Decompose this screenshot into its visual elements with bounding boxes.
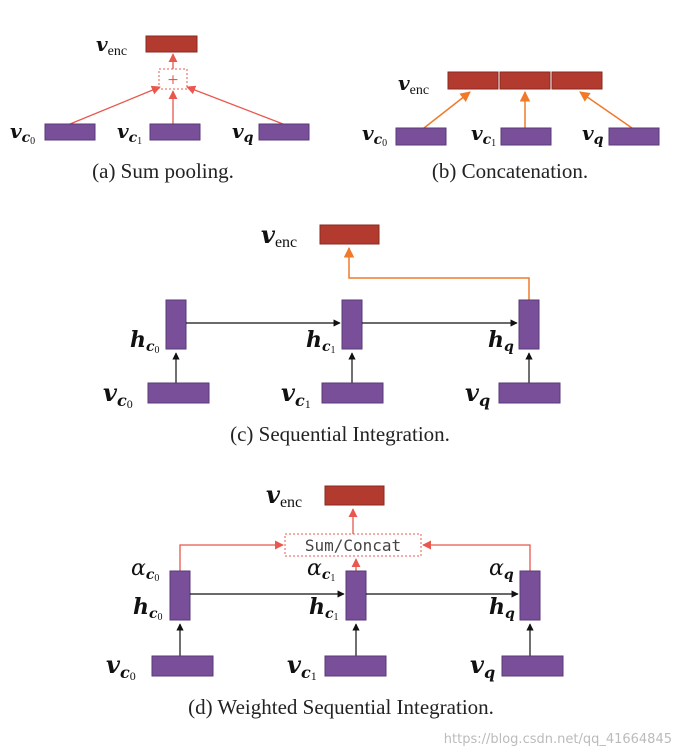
hidden-block-h-q bbox=[518, 299, 540, 350]
input-block-v-q bbox=[258, 123, 310, 141]
label-v-enc: venc bbox=[261, 220, 297, 251]
watermark-url: https://blog.csdn.net/qq_41664845 bbox=[444, 732, 672, 747]
hidden-block-h-c0 bbox=[169, 570, 191, 621]
input-block-v-q bbox=[608, 127, 660, 146]
arrow-vq-to-part3 bbox=[579, 91, 633, 129]
input-block-v-c0 bbox=[147, 382, 210, 404]
label-h-c0: hc0 bbox=[133, 594, 163, 623]
input-block-v-c0 bbox=[44, 123, 96, 141]
label-v-q: vq bbox=[582, 121, 604, 148]
hidden-block-h-c1 bbox=[341, 299, 363, 350]
input-block-v-q bbox=[501, 655, 564, 677]
caption-d: (d) Weighted Sequential Integration. bbox=[188, 695, 494, 719]
label-v-enc: venc bbox=[398, 71, 429, 98]
label-v-q: vq bbox=[465, 378, 490, 410]
label-v-c1: vc1 bbox=[471, 121, 496, 149]
input-block-v-c1 bbox=[324, 655, 387, 677]
label-alpha-q: αq bbox=[489, 556, 514, 583]
input-block-v-c1 bbox=[149, 123, 201, 141]
caption-b: (b) Concatenation. bbox=[432, 159, 588, 183]
arrow-alpha-q-to-combine bbox=[422, 540, 531, 571]
caption-c: (c) Sequential Integration. bbox=[230, 422, 450, 446]
label-h-c1: hc1 bbox=[309, 594, 339, 623]
output-block-part-1 bbox=[447, 71, 499, 90]
label-h-c1: hc1 bbox=[306, 327, 336, 356]
output-block-v-enc bbox=[145, 35, 198, 53]
arrow-alpha-c0-to-combine bbox=[179, 540, 284, 571]
label-h-c0: hc0 bbox=[130, 327, 160, 356]
input-block-v-c0 bbox=[151, 655, 214, 677]
input-block-v-c1 bbox=[500, 127, 552, 146]
input-block-v-c1 bbox=[321, 382, 384, 404]
output-block-part-3 bbox=[551, 71, 603, 90]
hidden-block-h-c1 bbox=[345, 570, 367, 621]
label-v-c1: vc1 bbox=[281, 378, 311, 411]
caption-a: (a) Sum pooling. bbox=[92, 159, 234, 183]
output-block-v-enc bbox=[319, 224, 380, 245]
arrow-hq-to-enc bbox=[343, 246, 530, 300]
label-v-c1: vc1 bbox=[287, 650, 317, 683]
label-alpha-c0: αc0 bbox=[131, 556, 159, 584]
label-v-c0: vc0 bbox=[362, 121, 387, 149]
label-alpha-c1: αc1 bbox=[307, 556, 335, 584]
label-v-enc: venc bbox=[266, 480, 302, 511]
label-v-q: vq bbox=[232, 119, 254, 146]
output-block-part-2 bbox=[499, 71, 551, 90]
label-h-q: hq bbox=[489, 594, 515, 622]
panel-c-sequential-integration: venc hc0 hc1 hq vc0 vc1 vq (c) Sequentia… bbox=[103, 220, 561, 446]
label-v-c0: vc0 bbox=[103, 378, 133, 411]
hidden-block-h-q bbox=[519, 570, 541, 621]
label-v-c0: vc0 bbox=[106, 650, 136, 683]
panel-d-weighted-sequential-integration: venc Sum/Concat αc0 αc1 αq hc0 hc1 hq vc… bbox=[106, 480, 564, 719]
label-v-c1: vc1 bbox=[117, 119, 142, 147]
panel-a-sum-pooling: venc + vc0 vc1 vq (a) Sum pooling. bbox=[10, 32, 310, 183]
label-h-q: hq bbox=[488, 327, 514, 355]
plus-icon: + bbox=[167, 72, 179, 88]
arrow-vq-to-sum bbox=[186, 85, 284, 125]
arrow-vc0-to-part1 bbox=[423, 91, 471, 129]
sum-concat-label: Sum/Concat bbox=[305, 536, 401, 555]
label-v-q: vq bbox=[470, 650, 495, 682]
input-block-v-c0 bbox=[395, 127, 447, 146]
label-v-enc: venc bbox=[96, 32, 127, 59]
output-block-v-enc bbox=[324, 485, 385, 506]
panel-b-concatenation: venc vc0 vc1 vq (b) Concatenation. bbox=[362, 71, 660, 183]
hidden-block-h-c0 bbox=[165, 299, 187, 350]
label-v-c0: vc0 bbox=[10, 119, 35, 147]
arrow-vc0-to-sum bbox=[69, 85, 161, 125]
input-block-v-q bbox=[498, 382, 561, 404]
